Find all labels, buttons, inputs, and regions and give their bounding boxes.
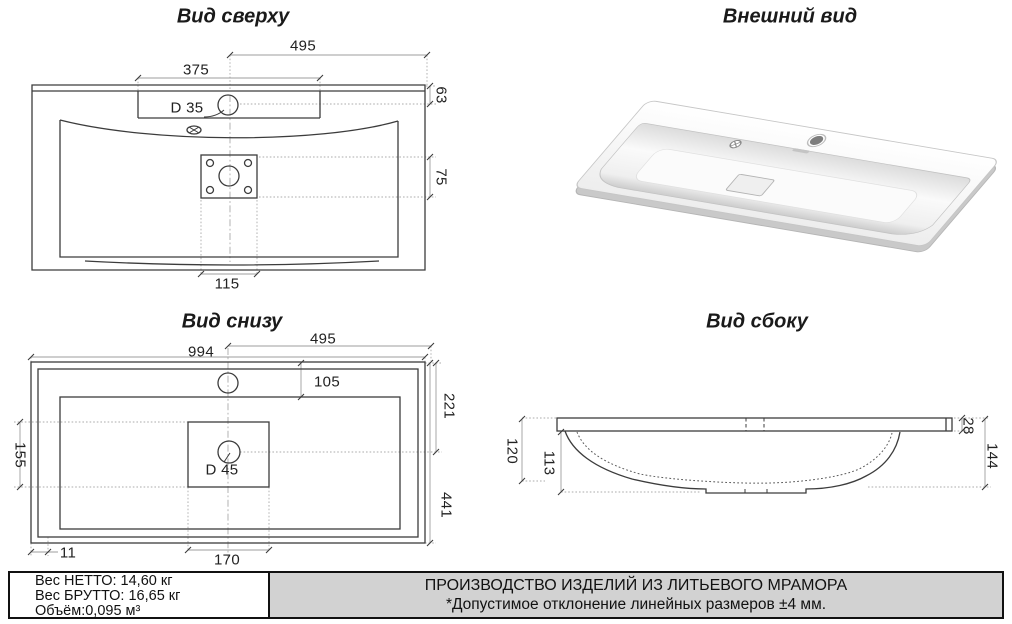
weight-volume-panel: Вес НЕТТО: 14,60 кг Вес БРУТТО: 16,65 кг… — [8, 571, 270, 619]
dim-bottom-994: 994 — [188, 343, 214, 361]
side-view-title: Вид сбоку — [706, 310, 808, 333]
gross-weight-text: Вес БРУТТО: 16,65 кг — [35, 587, 181, 604]
dim-top-375: 375 — [183, 61, 209, 79]
dim-top-115: 115 — [214, 275, 240, 293]
dim-bottom-11: 11 — [59, 544, 77, 562]
net-weight-text: Вес НЕТТО: 14,60 кг — [35, 572, 173, 589]
dim-top-75: 75 — [432, 168, 450, 186]
dim-bottom-221: 221 — [440, 393, 458, 419]
dim-side-113: 113 — [540, 450, 558, 476]
dim-side-144: 144 — [983, 443, 1001, 469]
side-view-drawing — [518, 414, 991, 496]
dim-bottom-495: 495 — [310, 330, 336, 348]
dim-side-28: 28 — [959, 417, 977, 435]
production-note-panel: ПРОИЗВОДСТВО ИЗДЕЛИЙ ИЗ ЛИТЬЕВОГО МРАМОР… — [270, 571, 1004, 619]
dim-top-495: 495 — [290, 37, 316, 55]
bottom-view-drawing — [14, 342, 442, 557]
top-view-title: Вид сверху — [176, 5, 290, 28]
dim-bottom-155: 155 — [11, 442, 29, 468]
top-view-drawing — [31, 51, 436, 278]
tolerance-note-text: *Допустимое отклонение линейных размеров… — [445, 596, 827, 613]
dim-top-63: 63 — [432, 86, 450, 104]
bottom-view-title: Вид снизу — [181, 310, 283, 333]
external-view-title: Внешний вид — [722, 5, 858, 28]
info-bar: Вес НЕТТО: 14,60 кг Вес БРУТТО: 16,65 кг… — [8, 571, 1004, 619]
volume-text: Объём:0,095 м³ — [35, 602, 141, 619]
dim-top-d35: D 35 — [170, 99, 204, 117]
dim-bottom-d45: D 45 — [205, 461, 239, 479]
dim-bottom-441: 441 — [437, 492, 455, 518]
dim-bottom-105: 105 — [314, 373, 340, 391]
dim-side-120: 120 — [503, 438, 521, 464]
external-view-render — [575, 100, 997, 253]
production-title-text: ПРОИЗВОДСТВО ИЗДЕЛИЙ ИЗ ЛИТЬЕВОГО МРАМОР… — [424, 577, 848, 594]
dim-bottom-170: 170 — [214, 551, 240, 569]
